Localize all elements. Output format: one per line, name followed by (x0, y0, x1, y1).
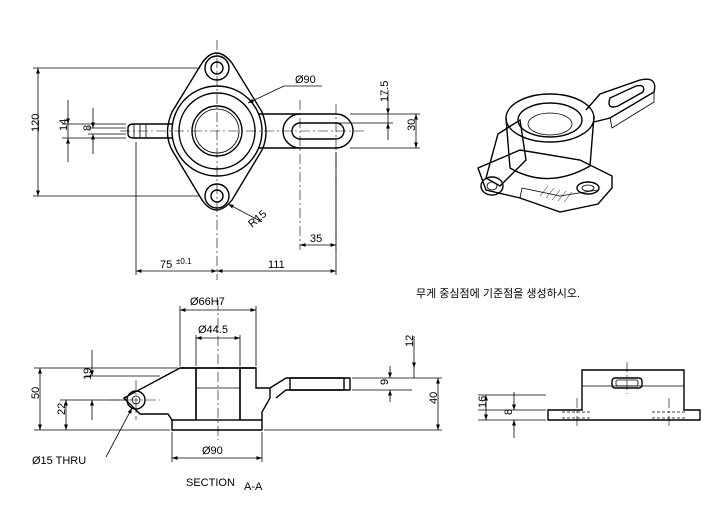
dim-17-5: 17.5 (379, 81, 391, 102)
iso-slot (608, 84, 645, 108)
dim-d44-5: Ø44.5 (198, 324, 228, 336)
dim-75: 75 (160, 259, 172, 271)
dim-d66h7: Ø66H7 (190, 296, 225, 308)
side-outline (547, 369, 701, 421)
dim-75-tol: ±0.1 (176, 257, 192, 266)
dim-8-top: 8 (82, 125, 94, 131)
dim-9: 9 (379, 379, 391, 385)
section-hatch-right (239, 367, 271, 421)
slot-inner (291, 122, 345, 140)
dim-120: 120 (30, 114, 42, 132)
section-view: Ø66H7 Ø44.5 Ø90 50 19 22 12 9 40 Ø15 THR… (30, 296, 442, 493)
dim-40: 40 (428, 392, 440, 404)
iso-base-hole (576, 181, 600, 195)
iso-pin-end (480, 176, 504, 196)
iso-hub-body (505, 115, 595, 180)
iso-bracket (485, 118, 527, 187)
instruction-note: 무게 중심점에 기준점을 생성하시오. (416, 286, 580, 300)
dim-d90-section: Ø90 (202, 445, 223, 457)
dim-14: 14 (58, 119, 70, 131)
iso-hub-inner (517, 102, 583, 138)
section-pin-hole (126, 390, 146, 410)
dim-111: 111 (268, 259, 285, 271)
section-label-word: SECTION (186, 477, 235, 489)
iso-base (477, 149, 613, 213)
iso-arm (585, 78, 656, 123)
top-view: Ø90 R15 120 14 8 17.5 30 35 75 ±0.1 111 (30, 40, 420, 280)
dim-d15-thru: Ø15 THRU (32, 455, 86, 467)
dim-r15: R15 (246, 208, 269, 230)
dim-35: 35 (310, 233, 322, 245)
dim-50: 50 (30, 387, 42, 399)
dim-19: 19 (82, 368, 94, 380)
isometric-view (477, 78, 656, 213)
dim-30: 30 (406, 119, 418, 131)
dim-8-right: 8 (503, 409, 515, 415)
iso-hub-bore (527, 112, 573, 136)
dim-22: 22 (56, 403, 68, 415)
side-view: 16 8 (477, 362, 701, 438)
iso-hub-top (505, 93, 595, 143)
dim-d90-top: Ø90 (295, 74, 316, 86)
section-label-id: A-A (244, 481, 263, 493)
section-arm (269, 377, 351, 399)
dim-16: 16 (477, 396, 489, 408)
dim-12: 12 (404, 335, 416, 347)
section-arm-slot (289, 377, 345, 391)
